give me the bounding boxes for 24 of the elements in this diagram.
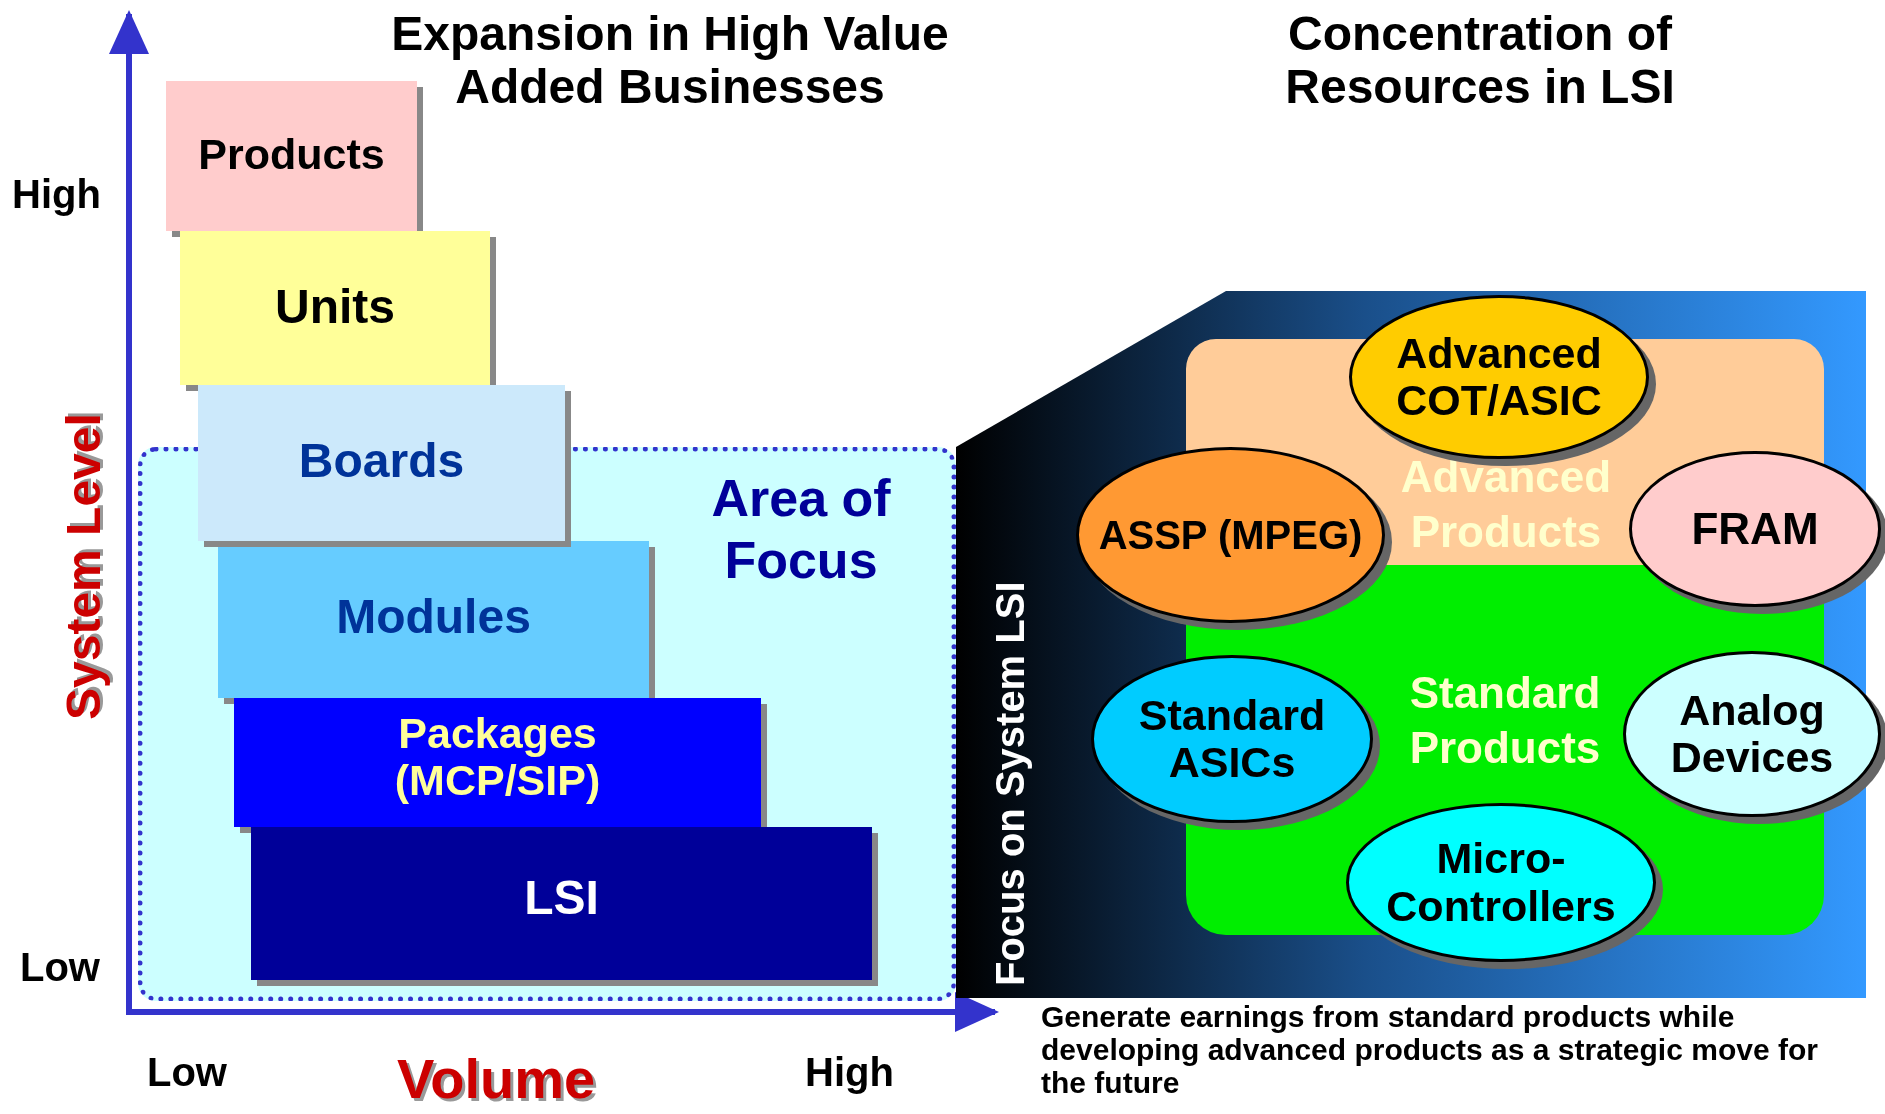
caption-text: Generate earnings from standard products while developing advanced products as a strategic move for the future xyxy=(1041,1000,1819,1099)
axis-title: System Level xyxy=(56,413,111,720)
axis-tick-label: High xyxy=(805,1050,894,1095)
block-label: Products xyxy=(197,131,386,179)
block-label: Units xyxy=(274,281,396,334)
ellipse-label: Standard ASICs xyxy=(1137,691,1327,787)
axis-title: Volume xyxy=(397,1046,596,1111)
ellipse-label: Micro-Controllers xyxy=(1385,835,1617,930)
block-label: Modules xyxy=(335,591,532,644)
chart-title: Concentration of Resources in LSI xyxy=(1284,8,1676,114)
band-label: Standard Products xyxy=(1408,667,1602,774)
block-label: Packages (MCP/SIP) xyxy=(393,710,602,805)
focus-label: Area of Focus xyxy=(710,468,892,592)
ellipse-label: ASSP (MPEG) xyxy=(1097,513,1364,557)
chart-title: Expansion in High Value Added Businesses xyxy=(390,8,950,114)
axis-tick-label: Low xyxy=(20,945,100,990)
axis-tick-label: High xyxy=(12,172,101,217)
ellipse-label: FRAM xyxy=(1690,504,1820,554)
block-label: Boards xyxy=(297,435,466,488)
panel-label: Focus on System LSI xyxy=(988,581,1033,986)
ellipse-label: Advanced COT/ASIC xyxy=(1395,329,1603,425)
ellipse-label: Analog Devices xyxy=(1669,686,1835,782)
block-label: LSI xyxy=(523,872,600,925)
axis-tick-label: Low xyxy=(147,1050,227,1095)
